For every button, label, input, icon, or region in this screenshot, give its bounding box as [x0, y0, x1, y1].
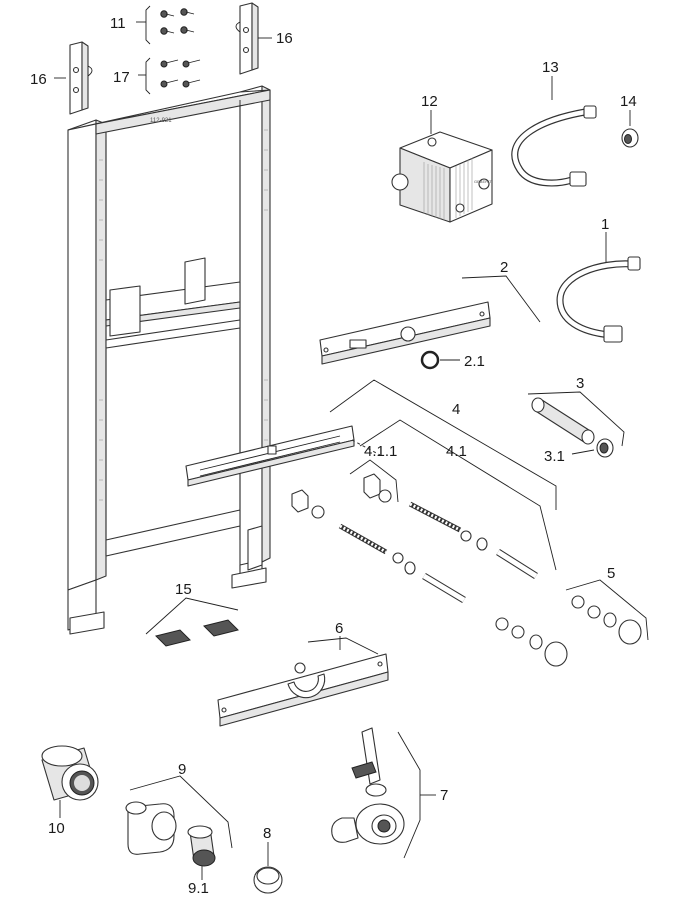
- label-2-1: 2.1: [464, 353, 485, 370]
- part-4-rail: [185, 425, 381, 487]
- part-3-1-nut: [596, 438, 614, 458]
- part-15-clamps: [155, 619, 239, 647]
- label-5: 5: [607, 565, 615, 582]
- box-mark: GEBERIT: [474, 179, 492, 184]
- frame-stamp: 112-921: [150, 118, 172, 124]
- part-11-bolts: [160, 8, 195, 35]
- label-12: 12: [421, 93, 438, 110]
- label-16-right: 16: [276, 30, 293, 47]
- label-3-1: 3.1: [544, 448, 565, 465]
- part-17-screws: [160, 59, 201, 88]
- label-7: 7: [440, 787, 448, 804]
- part-2-1-seal-ring: [420, 350, 440, 370]
- part-3-pipe: [531, 397, 595, 445]
- installation-frame: 112-921: [67, 85, 271, 635]
- label-16-left: 16: [30, 71, 47, 88]
- part-9-1-adapter: [187, 825, 216, 867]
- label-17: 17: [113, 69, 130, 86]
- part-14-sleeve: [621, 128, 639, 148]
- callout-labels: 11 16 16 17 13 12 14 1 2 2.1 3 3.1 4 4.1…: [30, 15, 637, 897]
- label-2: 2: [500, 259, 508, 276]
- label-15: 15: [175, 581, 192, 598]
- label-9-1: 9.1: [188, 880, 209, 897]
- part-16-right-bracket: [235, 2, 259, 75]
- label-13: 13: [542, 59, 559, 76]
- part-12-concealed-box: GEBERIT: [391, 131, 493, 223]
- part-1-hose: [556, 256, 641, 343]
- label-8: 8: [263, 825, 271, 842]
- label-9: 9: [178, 761, 186, 778]
- leader-lines: [54, 5, 649, 880]
- label-14: 14: [620, 93, 637, 110]
- label-4-1-1: 4.1.1: [364, 443, 397, 460]
- label-4-1: 4.1: [446, 443, 467, 460]
- part-6-fixing-plate: [217, 653, 389, 727]
- part-9-elbow: [125, 801, 177, 855]
- label-11: 11: [110, 15, 126, 32]
- label-1: 1: [601, 216, 609, 233]
- label-3: 3: [576, 375, 584, 392]
- part-4-1-threaded-rods: [338, 501, 538, 604]
- part-7-drain-siphon: [331, 727, 405, 845]
- part-10-pipe-connector: [41, 745, 99, 801]
- part-2-mounting-plate: [319, 301, 491, 365]
- part-13-hose: [511, 105, 597, 187]
- part-16-left-bracket: [69, 41, 93, 115]
- part-8-cap: [253, 866, 283, 894]
- part-5-fitting-set: [495, 595, 642, 667]
- part-4-1-1-clip: [291, 473, 392, 519]
- label-4: 4: [452, 401, 460, 418]
- label-6: 6: [335, 620, 343, 637]
- label-10: 10: [48, 820, 65, 837]
